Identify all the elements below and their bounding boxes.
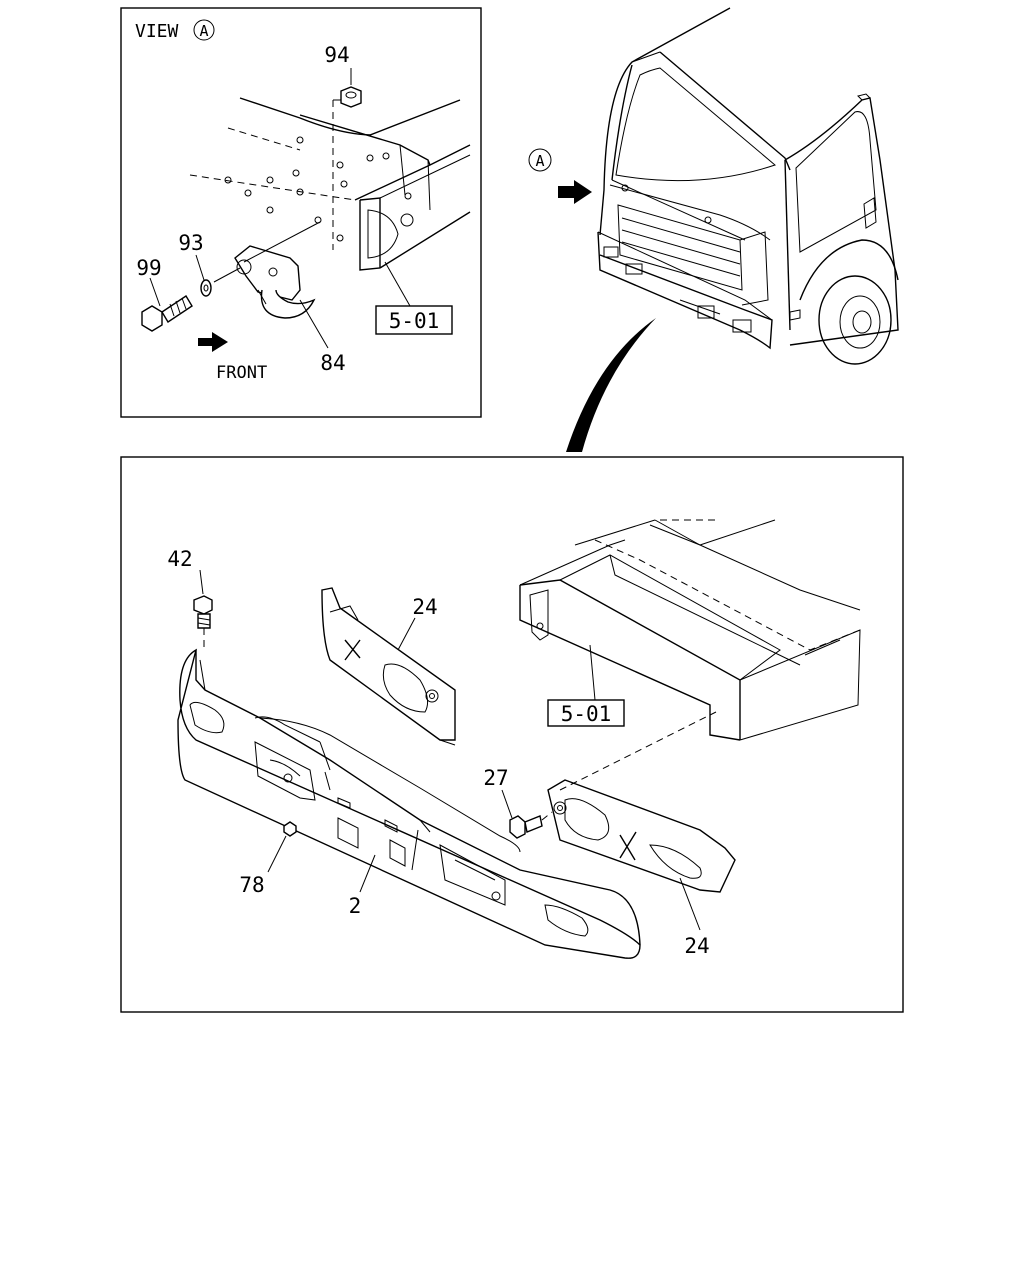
callout-24-right: 24 [684, 934, 709, 958]
truck-view-marker-circle [528, 148, 552, 172]
ref-box-bottom-label: 5-01 [561, 702, 612, 726]
ref-box-bottom [547, 699, 625, 727]
bolt-99 [141, 277, 193, 332]
bolt-42 [193, 569, 213, 650]
callout-42: 42 [167, 547, 192, 571]
callout-99: 99 [136, 256, 161, 280]
bumper-frame [120, 456, 904, 1013]
callout-24-left: 24 [412, 595, 437, 619]
callout-2: 2 [349, 894, 362, 918]
truck-illustration: A [528, 7, 899, 452]
view-a-panel: VIEW A [120, 7, 482, 418]
truck-view-marker-letter: A [535, 152, 544, 170]
view-marker-circle [193, 19, 215, 41]
front-label: FRONT [216, 363, 267, 383]
callout-78: 78 [239, 873, 264, 897]
view-direction-arrow-icon [558, 180, 592, 204]
bolt-27 [501, 789, 553, 839]
door-handle [863, 197, 877, 229]
callout-94: 94 [324, 43, 349, 67]
callout-93: 93 [178, 231, 203, 255]
bracket-24-right [547, 711, 736, 931]
ref-box-top-label: 5-01 [389, 309, 440, 333]
callout-27: 27 [483, 766, 508, 790]
front-wheel [818, 275, 892, 365]
windshield [615, 67, 777, 182]
view-marker-letter: A [199, 22, 208, 40]
front-arrow-icon [198, 332, 228, 352]
nut-78 [267, 821, 297, 873]
front-bumper-2 [177, 648, 641, 959]
grille [617, 204, 743, 291]
callout-84: 84 [320, 351, 345, 375]
frame-rail [189, 97, 471, 271]
washer-93 [195, 254, 241, 297]
nut-94 [332, 68, 362, 250]
chassis-frame [519, 519, 861, 741]
bumper-panel: 5-01 [120, 456, 904, 1013]
detail-leader-arrow [566, 318, 656, 452]
tow-hook-84 [234, 221, 321, 319]
view-a-frame [120, 7, 482, 418]
bracket-24-left [321, 587, 456, 746]
door-window [795, 111, 877, 253]
view-label: VIEW [135, 21, 179, 42]
ref-box-top [375, 305, 453, 335]
